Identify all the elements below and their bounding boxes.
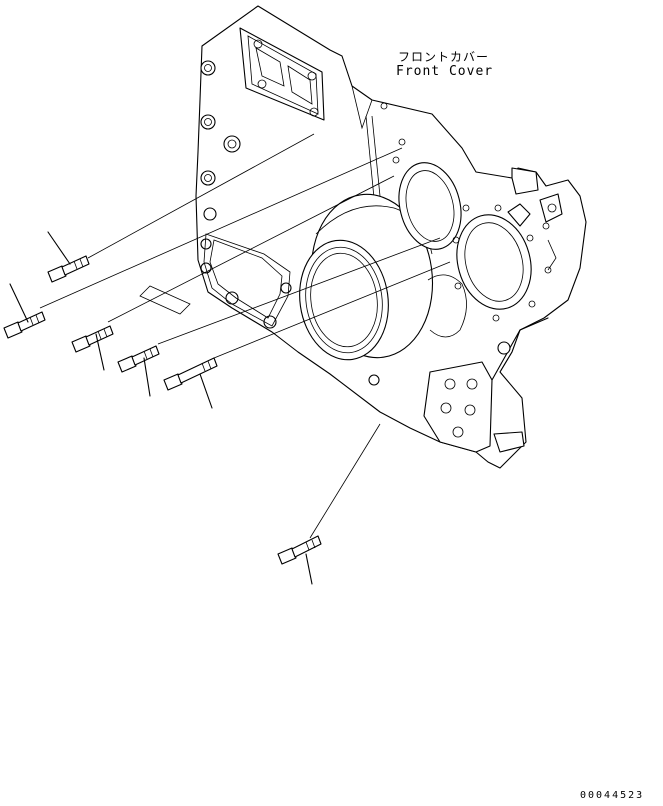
front-cover [195,5,587,469]
mounting-bolt-5 [163,357,218,409]
front-cover-label-english: Front Cover [396,64,494,79]
mounting-bolt-1 [47,231,90,283]
mounting-bolt-4 [117,345,160,397]
front-cover-label-japanese: フロントカバー [398,50,490,64]
mounting-bolt-3 [71,325,114,371]
mounting-bolt-6 [277,535,322,585]
mounting-bolt-2 [3,283,46,339]
document-code: 00044523 [580,790,645,801]
bolt-leader-lines [39,133,451,539]
